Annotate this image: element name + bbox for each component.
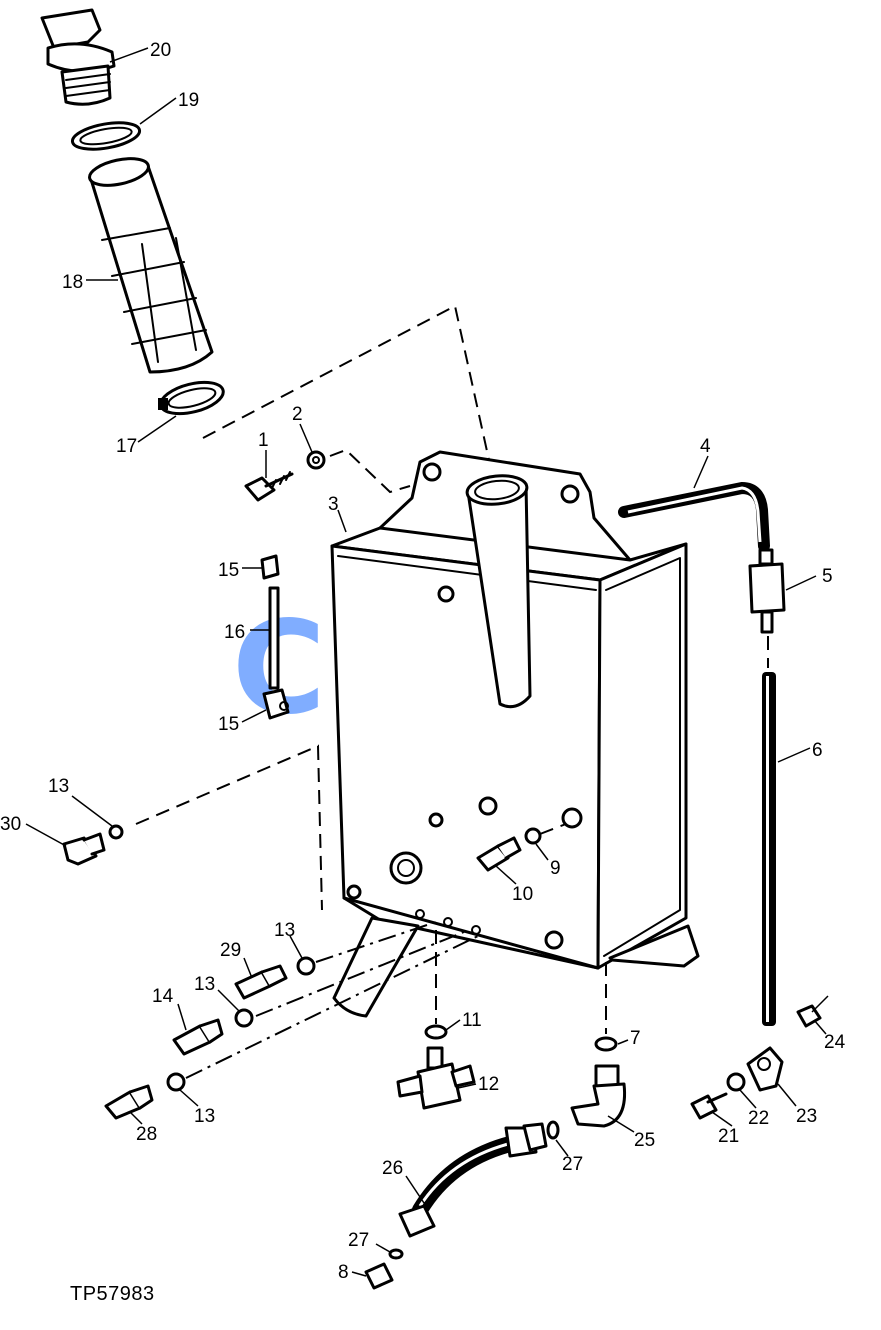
callout-9: 9 <box>550 858 561 879</box>
callout-18: 18 <box>62 272 83 293</box>
callout-30: 30 <box>0 814 21 835</box>
part-22-washer <box>726 1072 746 1092</box>
assembly-line-fittings-a <box>315 921 437 963</box>
callout-29: 29 <box>220 940 241 961</box>
callout-labels: 1 2 3 4 5 6 7 8 9 10 11 12 13 13 13 13 1… <box>0 40 846 1283</box>
part-3-hydraulic-tank <box>330 450 700 1018</box>
part-29-fitting <box>234 964 288 1000</box>
part-9-o-ring <box>524 827 542 845</box>
assembly-line-strainer <box>202 304 497 493</box>
callout-3: 3 <box>328 494 339 515</box>
callout-13: 13 <box>194 1106 215 1127</box>
part-4-hose <box>618 481 770 552</box>
callout-11: 11 <box>462 1010 482 1031</box>
part-1-bolt <box>244 471 294 502</box>
part-12-tee-fitting <box>396 1046 476 1110</box>
part-8-fitting <box>364 1262 394 1290</box>
callout-2: 2 <box>292 404 303 425</box>
callout-19: 19 <box>178 90 199 111</box>
part-13-o-ring-c <box>234 1008 254 1028</box>
callout-22: 22 <box>748 1108 769 1129</box>
callout-21: 21 <box>718 1126 739 1147</box>
callout-25: 25 <box>634 1130 655 1151</box>
leader-lines <box>25 47 829 1277</box>
part-21-bolt <box>690 1092 728 1120</box>
part-14-fitting <box>172 1018 224 1056</box>
callout-27: 27 <box>562 1154 583 1175</box>
callout-14: 14 <box>152 986 174 1007</box>
part-27-o-ring-b <box>388 1248 404 1260</box>
assembly-line-fittings-c <box>185 935 479 1079</box>
part-5-inline-filter <box>748 548 786 668</box>
callout-5: 5 <box>822 566 833 587</box>
part-28-fitting <box>104 1084 154 1120</box>
callout-15: 15 <box>218 714 239 735</box>
callout-4: 4 <box>700 436 711 457</box>
part-13-o-ring-a <box>108 824 124 840</box>
callout-13: 13 <box>48 776 69 797</box>
assembly-line-fittings-b <box>255 931 465 1017</box>
part-15-fitting-upper <box>260 554 280 580</box>
callout-23: 23 <box>796 1106 817 1127</box>
assembly-line-bolt <box>329 448 411 494</box>
part-18-strainer <box>88 157 214 374</box>
part-23-clamp <box>746 1046 784 1092</box>
part-6-long-hose <box>762 672 776 1026</box>
part-16-sight-tube <box>268 586 280 690</box>
callout-10: 10 <box>512 884 533 905</box>
callout-12: 12 <box>478 1074 499 1095</box>
assembly-line-plug <box>135 744 323 911</box>
callout-24: 24 <box>824 1032 846 1053</box>
part-13-o-ring-d <box>166 1072 186 1092</box>
callout-28: 28 <box>136 1124 157 1145</box>
callout-1: 1 <box>258 430 269 451</box>
part-10-fitting <box>476 836 522 872</box>
callout-27: 27 <box>348 1230 369 1251</box>
callout-6: 6 <box>812 740 823 761</box>
part-7-o-ring <box>594 1036 618 1052</box>
callout-16: 16 <box>224 622 245 643</box>
part-20-filler-cap <box>40 8 116 106</box>
callout-7: 7 <box>630 1028 641 1049</box>
part-2-washer <box>306 450 326 470</box>
callout-13: 13 <box>274 920 295 941</box>
callout-20: 20 <box>150 40 171 61</box>
part-11-o-ring <box>424 1024 448 1040</box>
part-30-plug <box>62 832 106 866</box>
drawing-code: TP57983 <box>70 1283 155 1305</box>
part-27-o-ring-a <box>546 1120 560 1140</box>
callout-8: 8 <box>338 1262 349 1283</box>
part-19-ring <box>70 121 142 151</box>
part-13-o-ring-b <box>296 956 316 976</box>
part-25-elbow-fitting <box>570 1064 627 1128</box>
part-17-clamp <box>158 380 225 416</box>
part-15-fitting-lower <box>262 688 290 720</box>
callout-26: 26 <box>382 1158 403 1179</box>
callout-15: 15 <box>218 560 239 581</box>
callout-13: 13 <box>194 974 215 995</box>
part-26-hose <box>398 1122 548 1238</box>
callout-17: 17 <box>116 436 137 457</box>
